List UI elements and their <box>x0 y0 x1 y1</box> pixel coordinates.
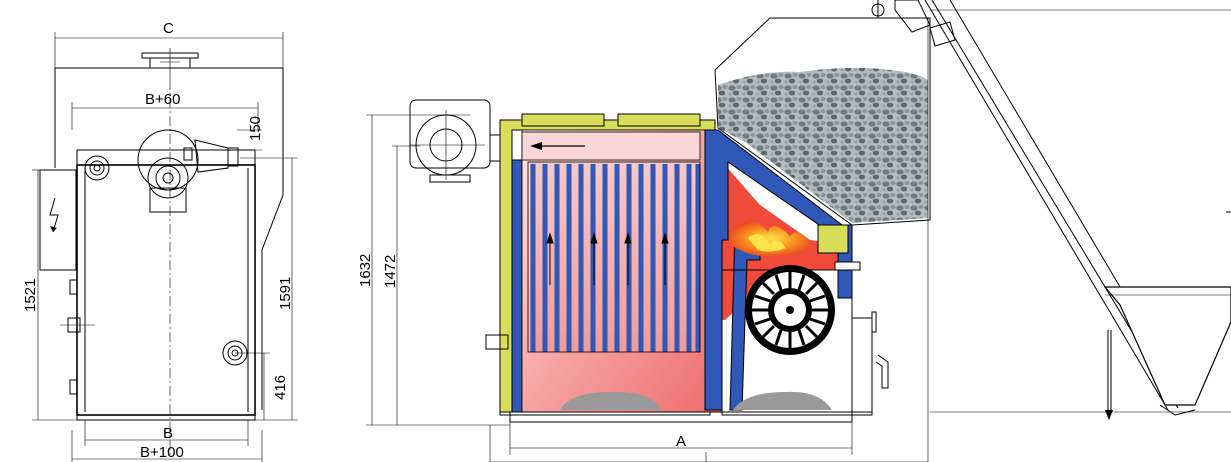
lightning-icon <box>49 197 59 233</box>
dim-b100-label: B+100 <box>140 444 184 461</box>
dim-a-label: A <box>676 433 686 450</box>
dim-1632-label: 1632 <box>357 254 374 287</box>
dim-1521-label: 1521 <box>22 279 39 312</box>
fuel-conveyor <box>871 0 1231 420</box>
dim-1472-label: 1472 <box>382 255 399 288</box>
dim-1591-label: 1591 <box>277 277 294 310</box>
ash-pile-right <box>733 391 832 410</box>
heat-exchanger-tubes <box>527 161 701 353</box>
auger-wheel <box>745 265 835 355</box>
external-fuel-bin <box>1103 286 1231 406</box>
dim-b-label: B <box>163 425 173 442</box>
dim-b60-label: B+60 <box>145 91 180 108</box>
dim-c-label: C <box>163 20 174 37</box>
dim-416-label: 416 <box>272 375 289 400</box>
front-view: C B+60 150 <box>22 20 298 462</box>
fuel-gravel <box>718 67 928 224</box>
flame-icon <box>729 221 812 256</box>
side-view: 1632 1472 <box>357 17 931 462</box>
dim-150-label: 150 <box>247 116 264 141</box>
water-jacket-left <box>511 159 523 413</box>
ash-pile-left <box>560 391 662 410</box>
